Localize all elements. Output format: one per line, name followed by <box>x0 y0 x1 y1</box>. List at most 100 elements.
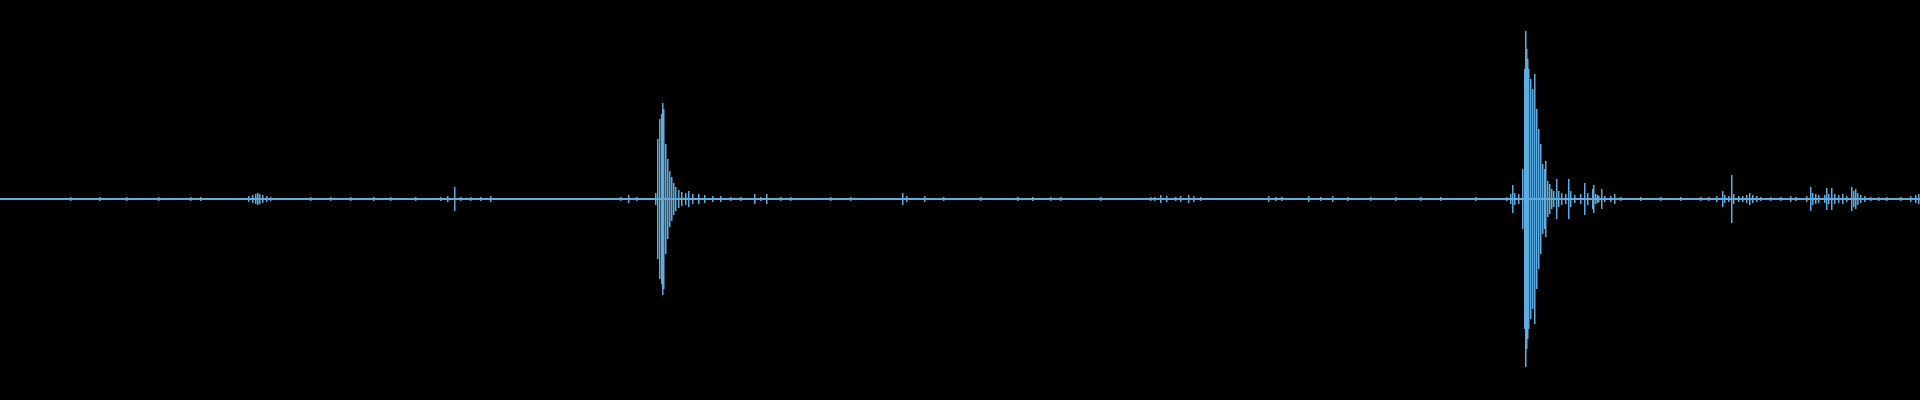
waveform-sample <box>1050 197 1052 201</box>
waveform-sample <box>1332 196 1334 202</box>
waveform-sample <box>1756 196 1758 202</box>
waveform-sample <box>373 197 375 201</box>
waveform-sample <box>1610 196 1612 202</box>
waveform-sample <box>1742 196 1744 202</box>
waveform-sample <box>126 197 128 201</box>
waveform-sample <box>1100 197 1102 201</box>
waveform-sample <box>1512 185 1514 213</box>
waveform-sample <box>1760 197 1762 201</box>
waveform-sample <box>675 187 677 211</box>
waveform-sample <box>659 119 661 279</box>
waveform-sample <box>688 191 690 207</box>
waveform-sample <box>1347 197 1349 201</box>
waveform-sample <box>1818 195 1820 203</box>
waveform-sample <box>657 139 659 259</box>
waveform-sample <box>1536 109 1538 289</box>
waveform-sample <box>667 159 669 239</box>
waveform-sample <box>850 197 852 201</box>
waveform-sample <box>620 197 622 201</box>
waveform-sample <box>1534 74 1536 324</box>
waveform-sample <box>754 194 756 204</box>
waveform-sample <box>1268 196 1270 202</box>
waveform-sample <box>1551 189 1553 209</box>
waveform-sample <box>1728 196 1730 202</box>
waveform-sample <box>1700 197 1702 201</box>
waveform-sample <box>1601 189 1603 209</box>
waveform-sample <box>692 194 694 204</box>
waveform-sample <box>1281 197 1283 201</box>
waveform-sample <box>1593 185 1595 213</box>
waveform-sample <box>248 196 250 202</box>
waveform-sample <box>1724 195 1726 203</box>
waveform-sample <box>200 197 202 201</box>
waveform-sample <box>1795 197 1797 201</box>
waveform-sample <box>1826 188 1828 210</box>
waveform-sample <box>669 171 671 227</box>
waveform-sample <box>1846 196 1848 202</box>
waveform-sample <box>730 197 732 201</box>
waveform-sample <box>1749 193 1751 205</box>
waveform-sample <box>1870 197 1872 201</box>
waveform-sample <box>1790 196 1792 202</box>
waveform-sample <box>906 196 908 202</box>
waveform-sample <box>440 197 442 201</box>
waveform-sample <box>1587 193 1589 205</box>
waveform-sample <box>255 194 257 204</box>
waveform-sample <box>1553 191 1555 207</box>
waveform-sample <box>628 195 630 203</box>
waveform-sample <box>1738 196 1740 202</box>
waveform-sample <box>1561 193 1563 205</box>
waveform-sample <box>1150 197 1152 201</box>
waveform-sample <box>1640 197 1642 201</box>
waveform-sample <box>1722 191 1724 207</box>
waveform-sample <box>190 197 192 201</box>
waveform-sample <box>1733 194 1735 204</box>
waveform-sample <box>1595 194 1597 204</box>
waveform-sample <box>1542 164 1544 234</box>
waveform-sample <box>780 197 782 201</box>
waveform-sample <box>1574 195 1576 203</box>
waveform-sample <box>158 197 160 201</box>
waveform-sample <box>1565 194 1567 204</box>
waveform-sample <box>1475 197 1477 201</box>
waveform-sample <box>1200 197 1202 201</box>
waveform-sample <box>685 193 687 205</box>
waveform-sample <box>1851 187 1853 211</box>
waveform-sample <box>1568 179 1570 219</box>
waveform-sample <box>1558 191 1560 207</box>
waveform-sample <box>760 197 762 201</box>
waveform-sample <box>1528 69 1530 329</box>
waveform-sample <box>1828 194 1830 204</box>
waveform-sample <box>663 109 665 289</box>
waveform-sample <box>1525 31 1527 367</box>
waveform-sample <box>1716 196 1718 202</box>
waveform-sample <box>704 195 706 203</box>
waveform-baseline <box>0 198 1920 200</box>
waveform-sample <box>1510 194 1512 204</box>
waveform-sample <box>902 193 904 205</box>
waveform-sample <box>257 193 259 205</box>
waveform-sample <box>460 197 462 201</box>
waveform-sample <box>673 183 675 215</box>
waveform-sample <box>1853 191 1855 207</box>
waveform-sample <box>1544 169 1546 229</box>
waveform-sample <box>1598 196 1600 202</box>
waveform-sample <box>480 197 482 201</box>
waveform-sample <box>1514 193 1516 205</box>
waveform-sample <box>1842 194 1844 204</box>
waveform-sample <box>1527 59 1529 339</box>
waveform-sample <box>1831 188 1833 210</box>
waveform-sample <box>390 197 392 201</box>
waveform-sample <box>1395 197 1397 201</box>
waveform-sample <box>1824 195 1826 203</box>
waveform-sample <box>1580 194 1582 204</box>
waveform-sample <box>924 196 926 202</box>
waveform-sample <box>1780 197 1782 201</box>
waveform-sample <box>1806 196 1808 202</box>
waveform-sample <box>470 197 472 201</box>
waveform-sample <box>1320 197 1322 201</box>
waveform-sample <box>310 197 312 201</box>
waveform-sample <box>1620 197 1622 201</box>
waveform-sample <box>1864 196 1866 202</box>
